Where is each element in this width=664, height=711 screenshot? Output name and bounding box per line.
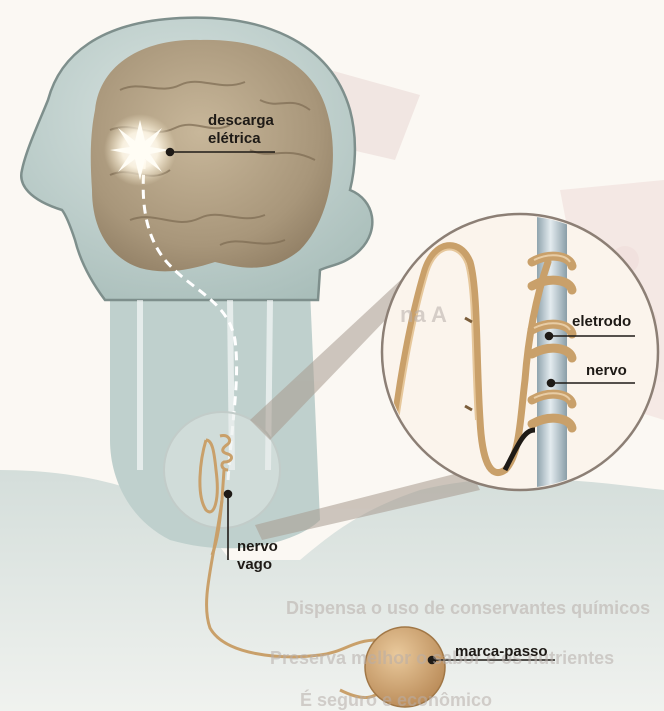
label-discharge-line1: descarga [208, 112, 274, 129]
label-vagus-nerve-line1: nervo [237, 538, 278, 555]
label-nerve: nervo [586, 362, 627, 379]
bleed-text-line-2: Dispensa o uso de conservantes químicos [286, 598, 650, 618]
bleed-text-line-1: na A [400, 302, 447, 327]
magnifier-large-circle [382, 214, 658, 490]
bleed-text-line-4: É seguro e econômico [300, 689, 492, 710]
label-discharge-line2: elétrica [208, 130, 261, 147]
label-electrode: eletrodo [572, 313, 631, 330]
electric-discharge-spark [104, 114, 176, 186]
bleed-text-line-3: Preserva melhor o sabor e os nutrientes [270, 648, 614, 668]
label-pacemaker: marca-passo [455, 643, 548, 660]
label-vagus-nerve-line2: vago [237, 556, 272, 573]
